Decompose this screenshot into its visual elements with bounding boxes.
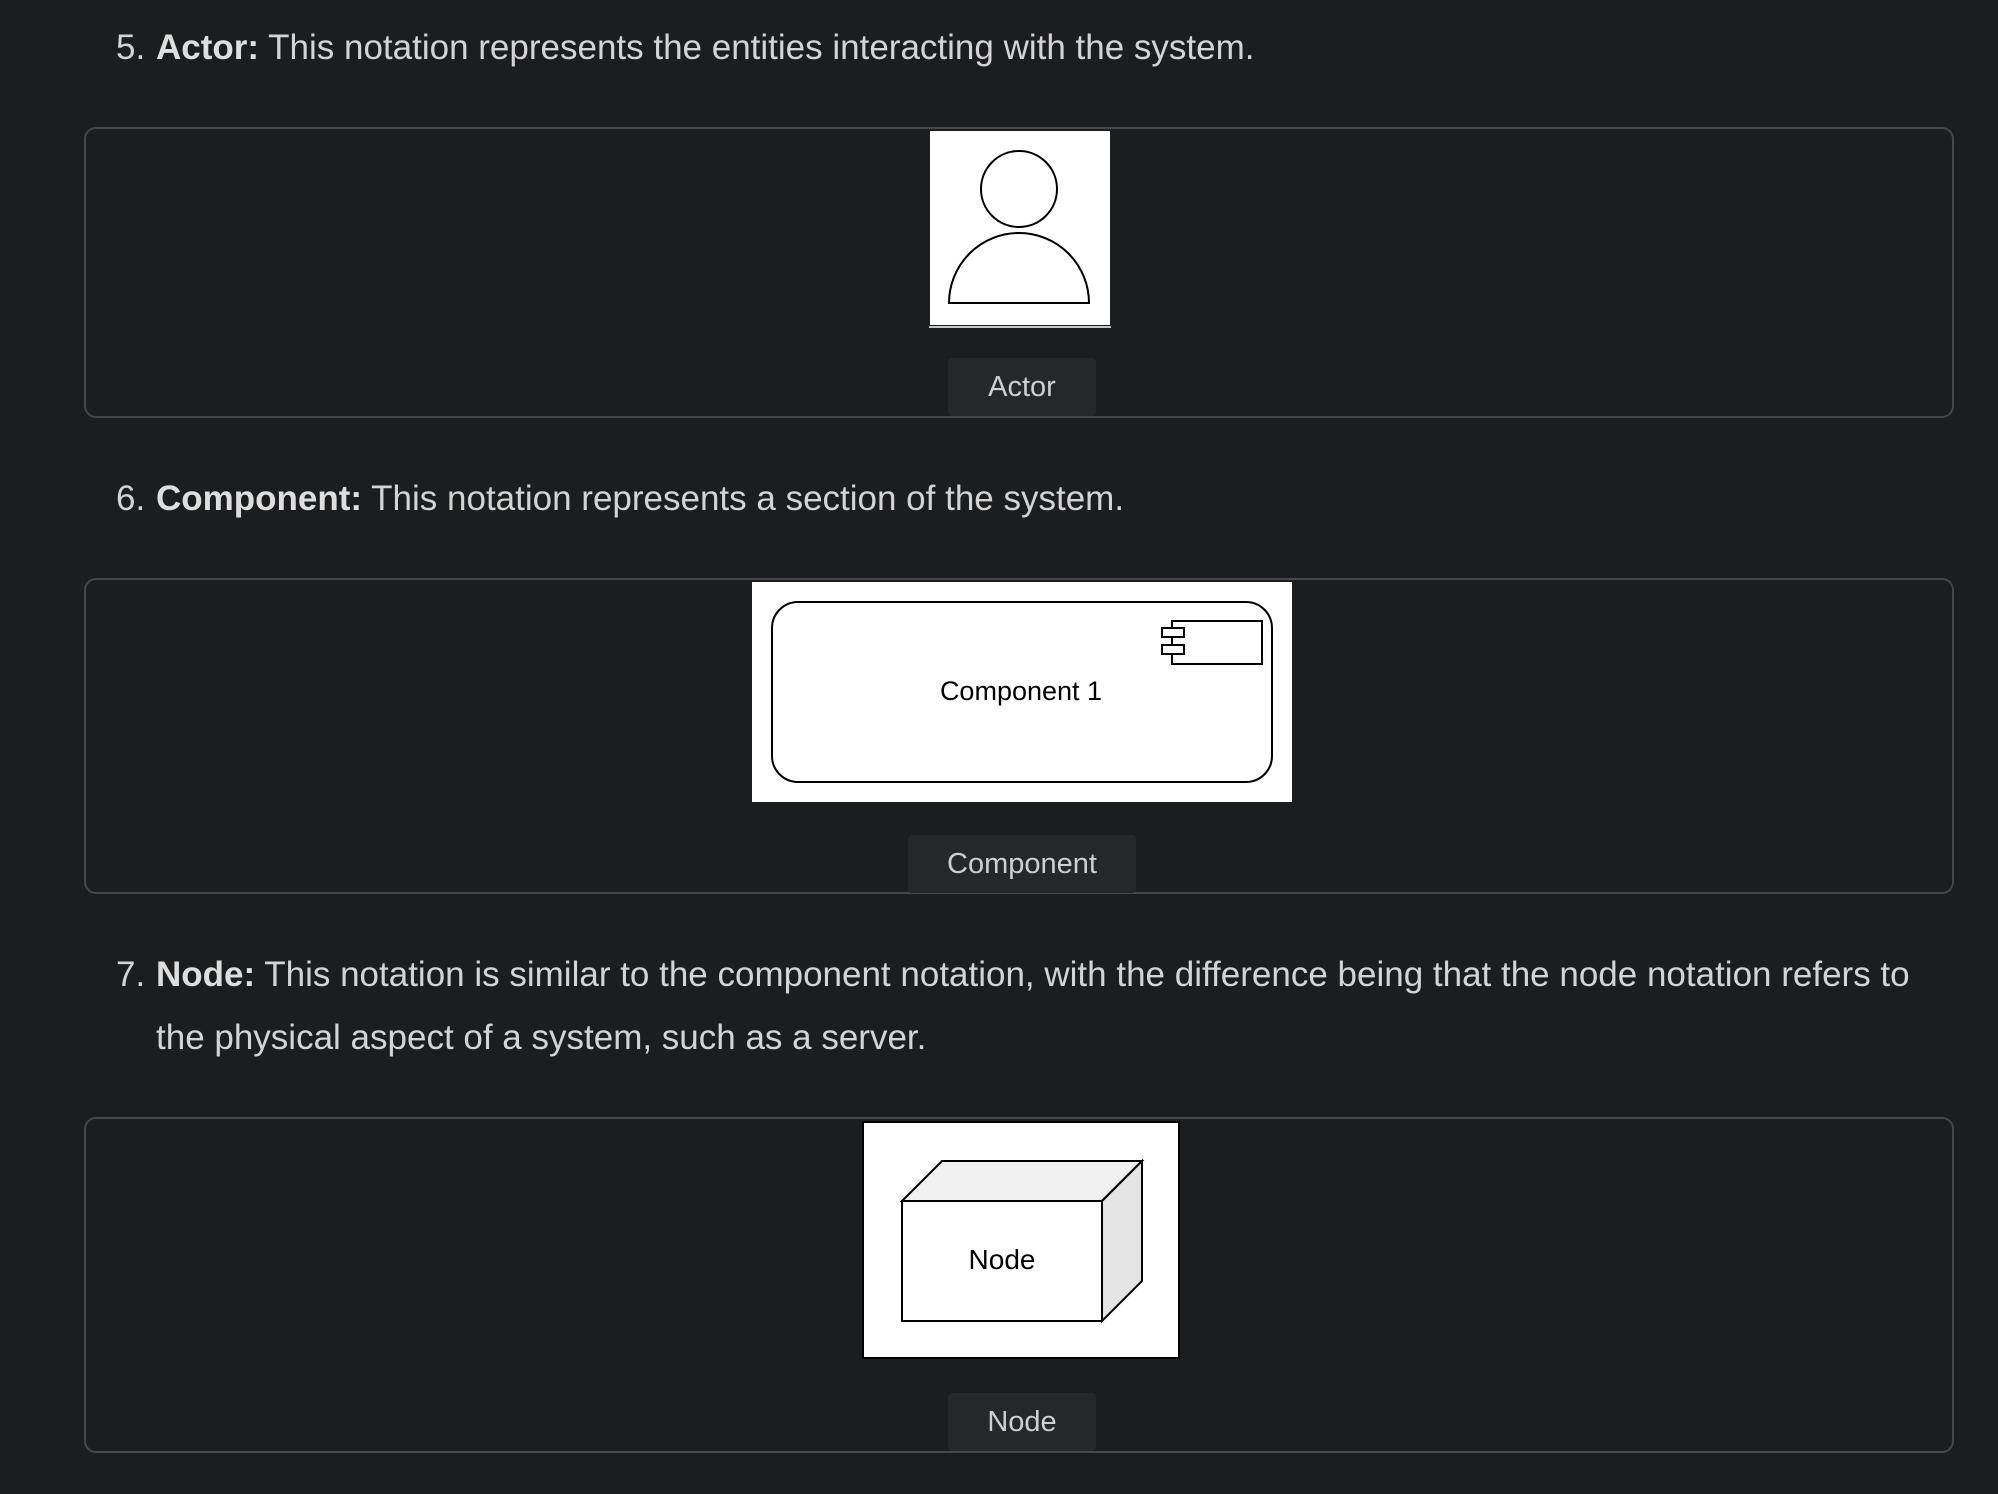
list-item-text: Component: This notation represents a se… [116, 467, 1966, 530]
list-item-text: Node: This notation is similar to the co… [116, 943, 1966, 1069]
term-node: Node: [156, 955, 256, 994]
component-box [771, 601, 1273, 783]
node-top-face [899, 1160, 1145, 1202]
actor-diagram [930, 131, 1110, 325]
node-label: Node [969, 1244, 1036, 1275]
figure-component: Component 1 Component [84, 578, 1954, 894]
term-component: Component: [156, 479, 363, 518]
list-item-component: 6. Component: This notation represents a… [116, 467, 1966, 530]
component-label: Component 1 [940, 676, 1102, 706]
list-number: 6. [116, 479, 146, 518]
component-diagram: Component 1 [752, 582, 1292, 802]
caption-node: Node [948, 1393, 1096, 1451]
node-front-face [901, 1200, 1103, 1322]
list-item-actor: 5. Actor: This notation represents the e… [116, 16, 1966, 79]
actor-underline [929, 326, 1111, 328]
list-number: 5. [116, 28, 146, 67]
actor-icon [947, 150, 1091, 304]
description-component: This notation represents a section of th… [362, 479, 1125, 518]
description-node: This notation is similar to the componen… [156, 955, 1910, 1057]
node-diagram: Node [862, 1121, 1180, 1359]
term-actor: Actor: [156, 28, 260, 67]
list-item-text: Actor: This notation represents the enti… [116, 16, 1966, 79]
caption-actor: Actor [948, 358, 1096, 416]
caption-component: Component [908, 835, 1136, 893]
list-item-node: 7. Node: This notation is similar to the… [116, 943, 1966, 1069]
component-icon [1161, 620, 1263, 665]
description-actor: This notation represents the entities in… [259, 28, 1255, 67]
list-number: 7. [116, 955, 146, 994]
figure-node: Node Node [84, 1117, 1954, 1453]
figure-actor: Actor [84, 127, 1954, 418]
